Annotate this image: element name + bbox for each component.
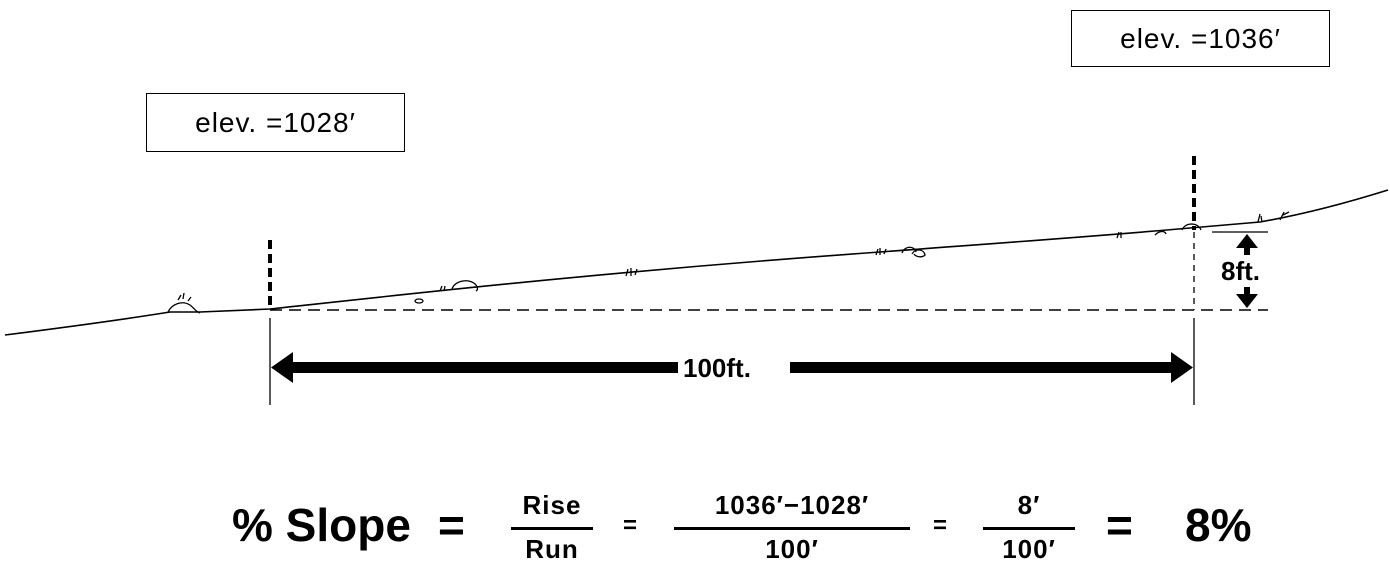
formula-equals-small-2: = [933,512,948,539]
left-elevation-label: elev. =1028′ [195,106,356,138]
ground-line [4,189,1389,336]
formula-equals-2: = [1106,499,1133,551]
fraction-run-denominator: Run [525,534,579,564]
right-elevation-label: elev. =1036′ [1120,22,1281,54]
left-elevation-box: elev. =1028′ [146,93,405,152]
rise-arrow-up [1236,234,1258,255]
fraction-eight-numerator: 8′ [1017,490,1041,520]
formula-equals-small-1: = [623,512,638,539]
fraction-elevation-numerator: 1036′−1028′ [714,490,870,520]
slope-formula: % Slope = Rise Run = 1036′−1028′ 100′ = … [0,470,1390,564]
formula-equals-1: = [438,499,465,551]
run-label: 100ft. [681,353,753,383]
fraction-elevation-denominator: 100′ [765,534,819,564]
ground-details [167,211,1290,314]
fraction-bar-1 [511,527,593,530]
rise-label: 8ft. [1221,256,1260,286]
rise-dimension [1212,231,1268,308]
fraction-hundred-denominator: 100′ [1002,534,1056,564]
fraction-bar-3 [983,527,1075,530]
fraction-eight-over-hundred: 8′ 100′ [983,490,1075,565]
fraction-bar-2 [674,527,910,530]
fraction-rise-numerator: Rise [522,490,582,520]
formula-lhs: % Slope [232,499,411,551]
fraction-rise-over-run: Rise Run [511,490,593,565]
run-arrow [271,352,1193,383]
right-elevation-box: elev. =1036′ [1071,10,1330,67]
fraction-elevation-difference: 1036′−1028′ 100′ [674,490,910,565]
formula-result: 8% [1185,499,1252,551]
rise-arrow-down [1236,287,1258,308]
